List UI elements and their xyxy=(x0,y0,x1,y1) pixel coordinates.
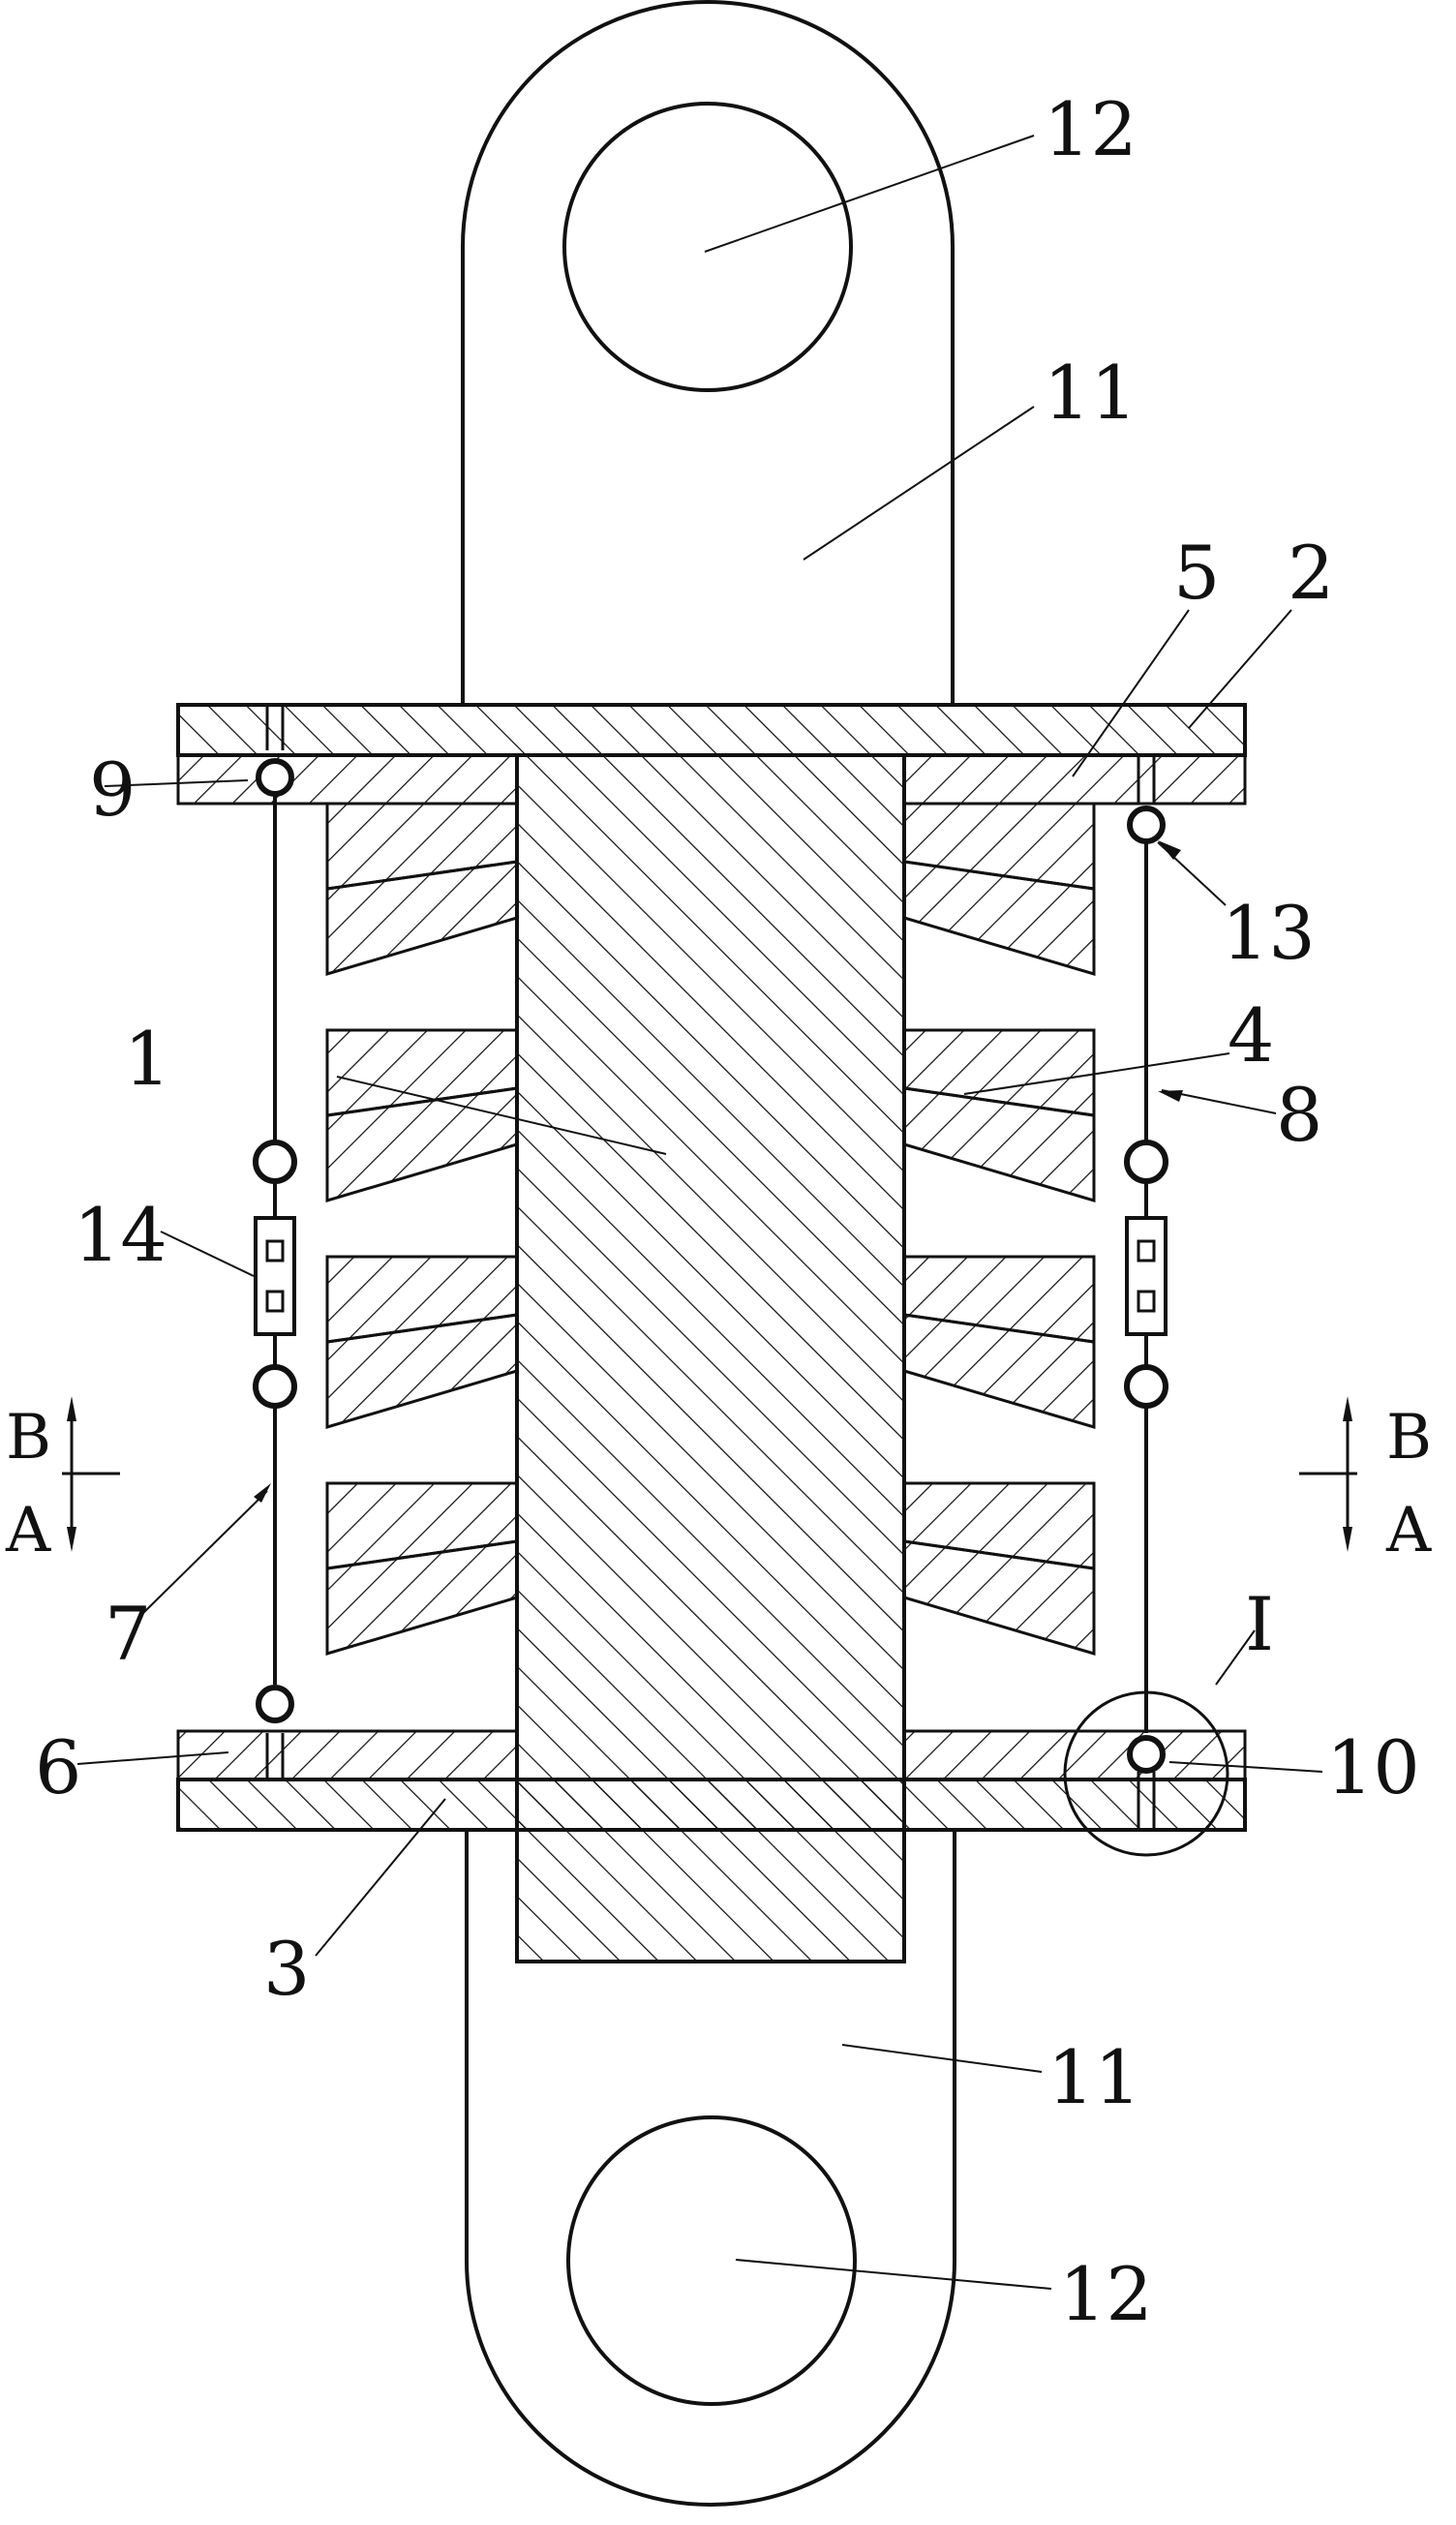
section-right-b: B xyxy=(1386,1402,1432,1474)
left-top-eye xyxy=(258,761,291,794)
label-detail-I: I xyxy=(1245,1581,1274,1667)
section-right-a: A xyxy=(1385,1495,1432,1567)
top-liner-left xyxy=(178,755,517,804)
right-top-eye xyxy=(1130,808,1163,841)
section-left-b: B xyxy=(6,1402,51,1474)
left-mid-eye-upper xyxy=(256,1142,294,1181)
central-column xyxy=(517,755,904,1962)
section-marker-right xyxy=(1299,1396,1357,1552)
bottom-liner-left xyxy=(178,1731,517,1780)
left-turnbuckle xyxy=(256,1218,294,1334)
left-bottom-eye xyxy=(258,1688,291,1720)
right-bottom-eye xyxy=(1130,1738,1163,1771)
label-8: 8 xyxy=(1276,1072,1322,1158)
label-1: 1 xyxy=(124,1016,170,1102)
arrow-8 xyxy=(1158,1090,1183,1102)
arrow-13 xyxy=(1158,840,1181,860)
right-turnbuckle xyxy=(1127,1218,1166,1334)
top-pin-hole xyxy=(564,104,851,390)
label-10: 10 xyxy=(1326,1724,1420,1810)
label-3: 3 xyxy=(263,1926,310,2012)
label-13: 13 xyxy=(1222,890,1316,976)
section-left-a: A xyxy=(5,1495,51,1567)
label-12-top: 12 xyxy=(1044,86,1138,172)
label-6: 6 xyxy=(35,1724,81,1810)
label-12-bottom: 12 xyxy=(1059,2251,1153,2337)
label-14: 14 xyxy=(74,1192,167,1278)
arrow-7 xyxy=(254,1483,271,1503)
right-mid-eye-lower xyxy=(1127,1367,1166,1406)
label-11-top: 11 xyxy=(1044,350,1138,436)
right-mid-eye-upper xyxy=(1127,1142,1166,1181)
bottom-pin-hole xyxy=(568,2117,855,2404)
label-7: 7 xyxy=(105,1591,151,1677)
label-9: 9 xyxy=(89,746,136,833)
top-lug xyxy=(463,2,953,705)
top-liner-right xyxy=(904,755,1245,804)
left-mid-eye-lower xyxy=(256,1367,294,1406)
top-plate xyxy=(178,705,1245,755)
section-marker-left xyxy=(62,1396,120,1552)
label-2: 2 xyxy=(1288,530,1334,616)
label-11-bottom: 11 xyxy=(1047,2034,1141,2120)
label-5: 5 xyxy=(1173,530,1220,616)
label-4: 4 xyxy=(1228,992,1274,1079)
